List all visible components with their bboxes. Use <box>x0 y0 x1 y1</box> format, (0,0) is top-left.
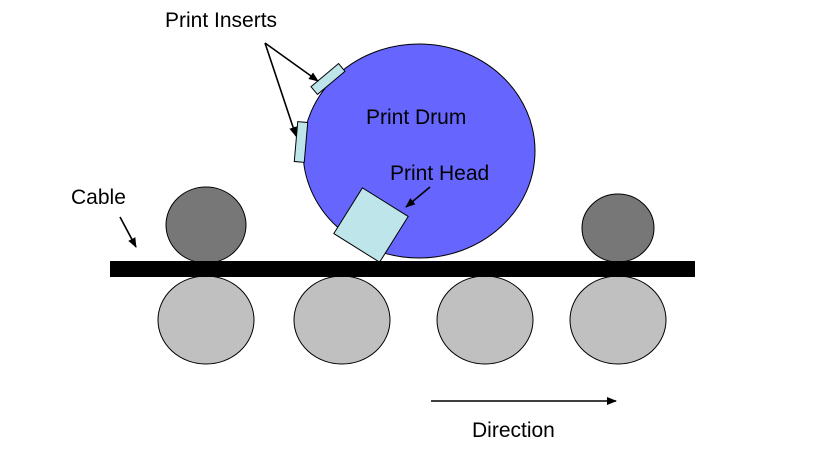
lower-rollers <box>157 275 667 365</box>
upper-roller <box>581 193 655 263</box>
print-head <box>333 187 409 263</box>
lower-roller <box>436 275 534 365</box>
print-head-arrow <box>405 186 431 208</box>
upper-rollers <box>165 186 655 264</box>
print-head-label: Print Head <box>390 162 489 185</box>
arrows <box>119 42 617 405</box>
print-inserts <box>293 62 346 163</box>
cable-arrow <box>119 216 137 248</box>
print-inserts-arrow-lower <box>264 42 297 137</box>
lower-roller <box>293 275 391 365</box>
print-inserts-label: Print Inserts <box>165 9 277 32</box>
cable <box>110 261 695 277</box>
print-drum-label: Print Drum <box>366 106 466 129</box>
direction-label: Direction <box>472 419 555 442</box>
lower-roller <box>569 275 667 365</box>
print-insert <box>293 121 309 163</box>
upper-roller <box>165 186 247 264</box>
cable-label: Cable <box>71 186 126 209</box>
lower-roller <box>157 275 255 365</box>
print-insert <box>310 62 346 96</box>
print-inserts-arrow-upper <box>264 42 319 82</box>
